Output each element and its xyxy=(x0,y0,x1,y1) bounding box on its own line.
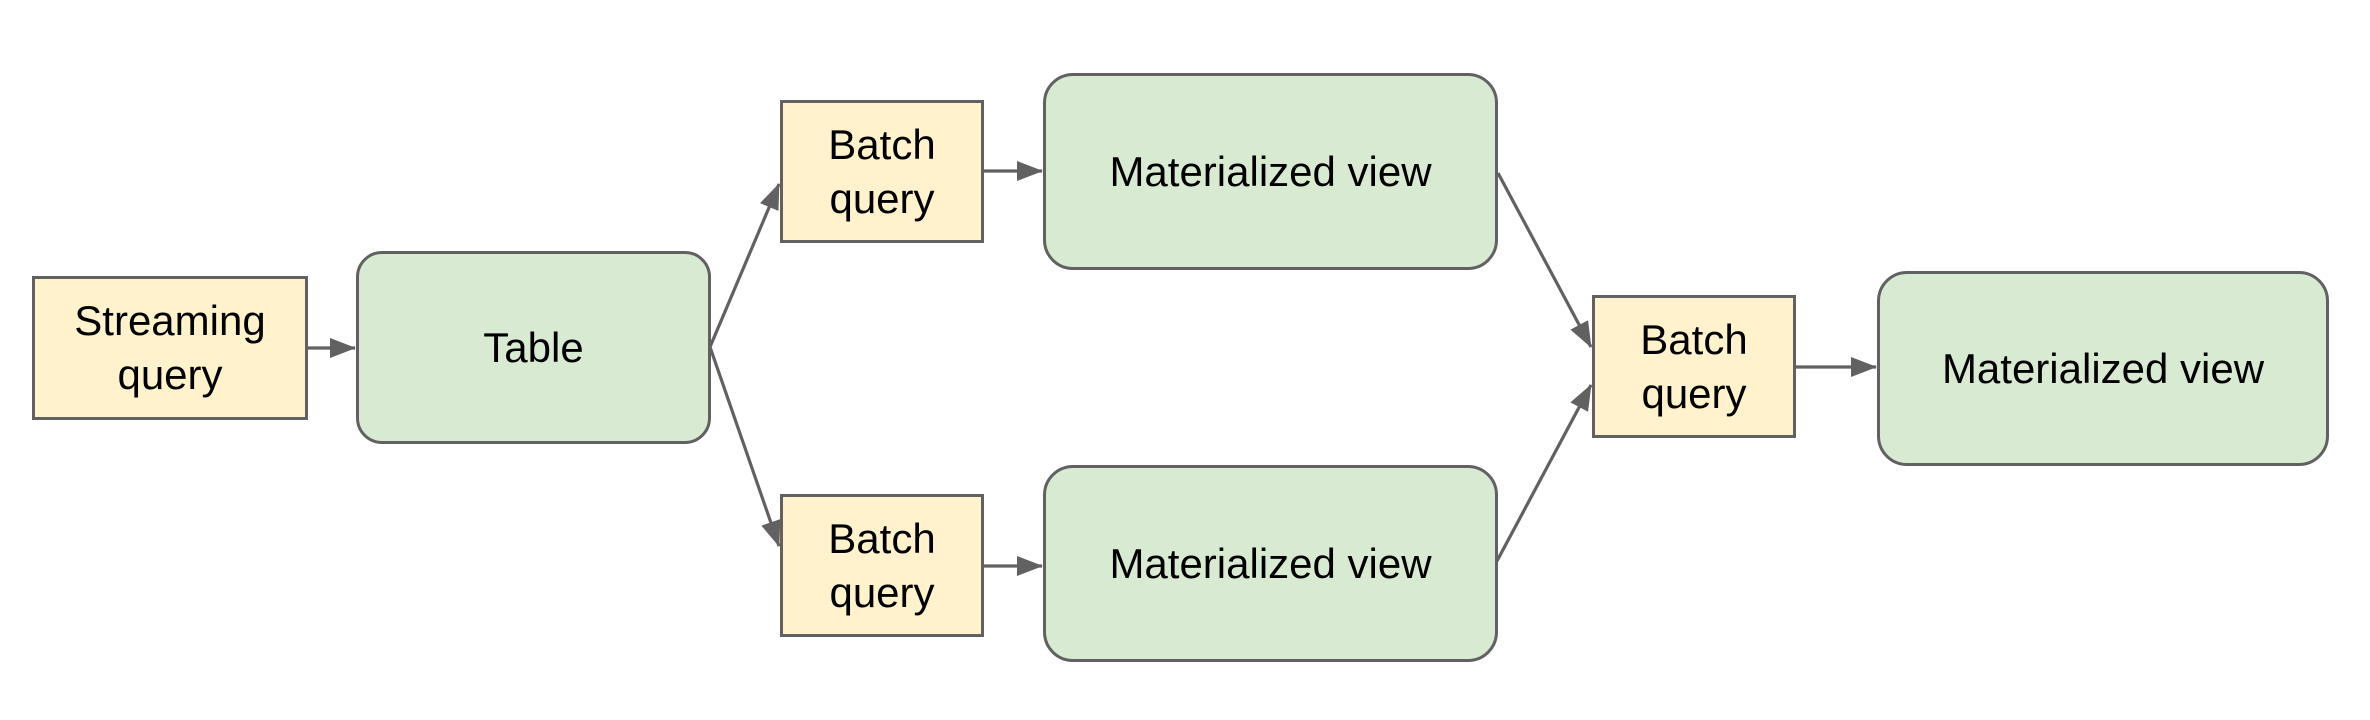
node-batch-query-bottom: Batch query xyxy=(780,494,984,637)
node-label-table: Table xyxy=(483,323,584,371)
node-materialized-view-right: Materialized view xyxy=(1877,271,2329,466)
node-materialized-view-top: Materialized view xyxy=(1043,73,1498,270)
node-label-batch-query-top: Batch query xyxy=(828,120,936,222)
node-label-batch-query-right: Batch query xyxy=(1640,315,1748,417)
node-label-batch-query-bottom: Batch query xyxy=(828,514,936,616)
node-table: Table xyxy=(356,251,711,444)
node-batch-query-right: Batch query xyxy=(1592,295,1796,438)
node-label-streaming-query: Streaming query xyxy=(74,297,266,398)
node-label-materialized-view-bottom: Materialized view xyxy=(1109,539,1432,587)
edge-mv-bottom-to-batch-query-right xyxy=(1495,384,1593,562)
node-materialized-view-bottom: Materialized view xyxy=(1043,465,1498,662)
node-label-materialized-view-top: Materialized view xyxy=(1109,147,1432,195)
edge-table-to-batch-query-top xyxy=(708,183,781,348)
node-streaming-query: Streaming query xyxy=(32,276,308,420)
edge-mv-top-to-batch-query-right xyxy=(1496,172,1593,348)
node-batch-query-top: Batch query xyxy=(780,100,984,243)
edge-table-to-batch-query-bottom xyxy=(708,346,781,547)
node-label-materialized-view-right: Materialized view xyxy=(1941,344,2265,392)
